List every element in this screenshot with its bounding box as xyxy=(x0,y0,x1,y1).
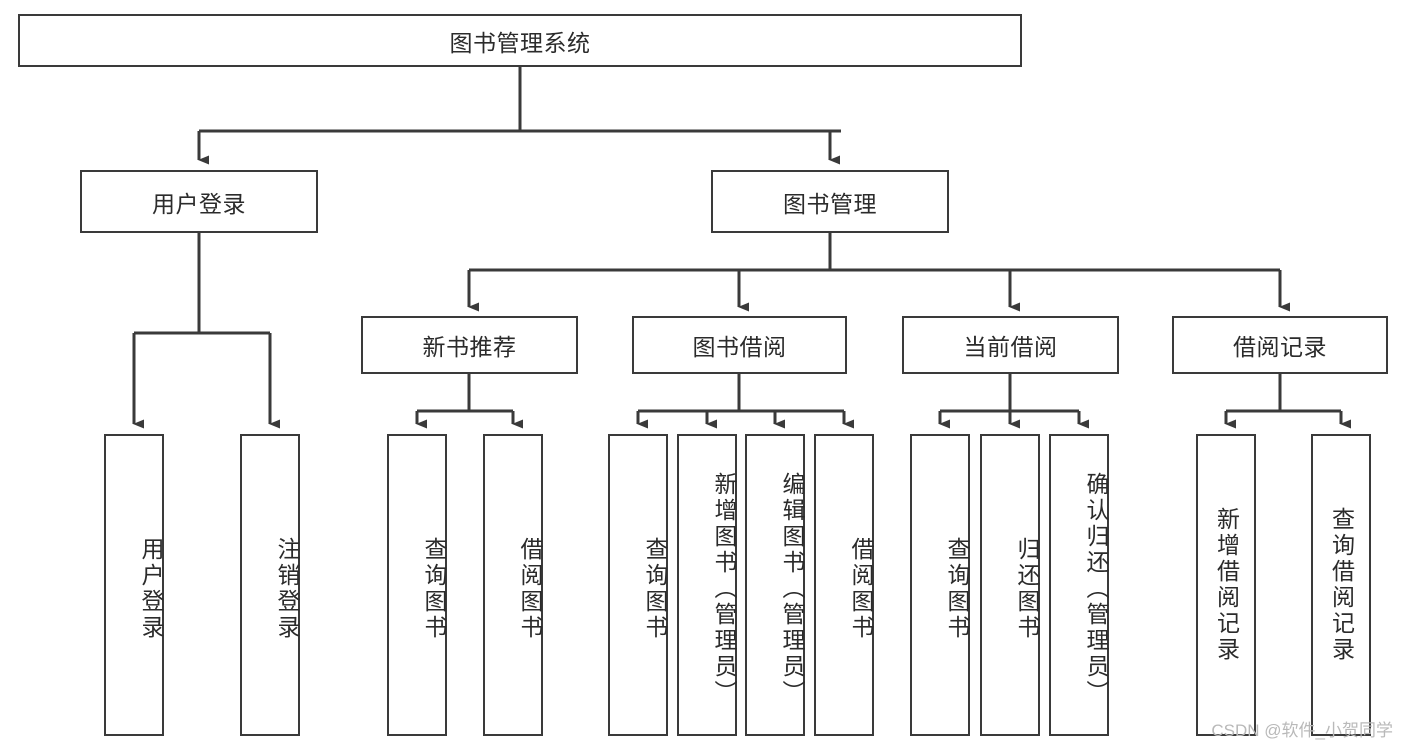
leaf-current-borrow-return[interactable]: 归还图书 xyxy=(980,434,1040,736)
node-book-management[interactable]: 图书管理 xyxy=(711,170,949,233)
node-book-borrow[interactable]: 图书借阅 xyxy=(632,316,847,374)
leaf-new-book-query[interactable]: 查询图书 xyxy=(387,434,447,736)
node-root-system[interactable]: 图书管理系统 xyxy=(18,14,1022,67)
leaf-current-borrow-query[interactable]: 查询图书 xyxy=(910,434,970,736)
leaf-book-borrow-borrow[interactable]: 借阅图书 xyxy=(814,434,874,736)
leaf-user-login-signin[interactable]: 用户登录 xyxy=(104,434,164,736)
leaf-user-login-signout[interactable]: 注销登录 xyxy=(240,434,300,736)
leaf-new-book-borrow[interactable]: 借阅图书 xyxy=(483,434,543,736)
leaf-book-borrow-add-admin[interactable]: 新增图书（管理员） xyxy=(677,434,737,736)
leaf-borrow-record-add[interactable]: 新增借阅记录 xyxy=(1196,434,1256,736)
node-user-login[interactable]: 用户登录 xyxy=(80,170,318,233)
node-current-borrow[interactable]: 当前借阅 xyxy=(902,316,1119,374)
watermark-credit: CSDN @软件_小贺同学 xyxy=(1211,721,1393,740)
node-new-book-recommend[interactable]: 新书推荐 xyxy=(361,316,578,374)
leaf-book-borrow-edit-admin[interactable]: 编辑图书（管理员） xyxy=(745,434,805,736)
node-borrow-record[interactable]: 借阅记录 xyxy=(1172,316,1388,374)
leaf-book-borrow-query[interactable]: 查询图书 xyxy=(608,434,668,736)
leaf-borrow-record-query[interactable]: 查询借阅记录 xyxy=(1311,434,1371,736)
leaf-current-borrow-confirm-admin[interactable]: 确认归还（管理员） xyxy=(1049,434,1109,736)
